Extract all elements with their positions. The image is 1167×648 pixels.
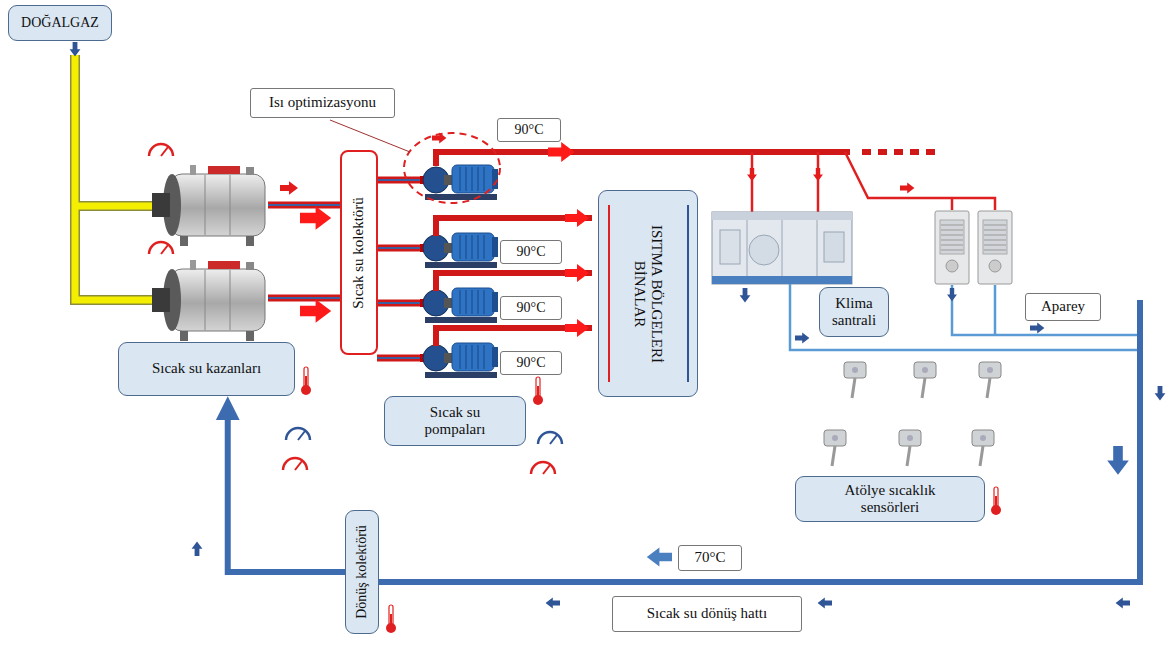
temperature-sensor <box>972 430 994 466</box>
label-box: Sıcak su kazanları <box>118 342 295 396</box>
air-handling-unit <box>712 212 852 284</box>
hot-pipe <box>377 180 421 358</box>
label-box: Isı optimizasyonu <box>250 88 395 118</box>
flow-arrow <box>300 299 331 322</box>
label-box: Aparey <box>1025 293 1101 321</box>
pump <box>420 233 498 268</box>
flow-arrow <box>947 288 957 301</box>
node-label: Sıcak su dönüş hattı <box>647 605 767 622</box>
label-box: DOĞALGAZ <box>8 5 112 41</box>
return-branch <box>790 284 1140 350</box>
flow-arrow <box>647 548 672 567</box>
flow-arrow <box>546 598 560 609</box>
node-label: DOĞALGAZ <box>21 15 99 31</box>
node-label: ISITMA BÖLGELERİ BİNALAR <box>631 195 666 392</box>
thermometer-icon <box>386 605 396 633</box>
flow-arrow <box>565 209 589 227</box>
label-box: 70°C <box>678 545 742 571</box>
node-label: 90°C <box>517 300 546 316</box>
hot-pipe <box>268 205 341 298</box>
node-label: 90°C <box>515 122 544 138</box>
gas-line <box>75 55 152 300</box>
temperature-sensor <box>899 430 921 466</box>
pressure-gauge <box>149 242 173 254</box>
thermometer-icon <box>991 487 1001 515</box>
flow-arrow <box>565 264 589 282</box>
label-box: Sıcak su dönüş hattı <box>612 596 802 632</box>
flow-arrow <box>813 168 823 181</box>
highlight-circle <box>404 133 500 203</box>
node-label: 90°C <box>517 244 546 260</box>
flow-arrow <box>548 142 574 162</box>
pump <box>420 288 498 323</box>
boiler <box>152 165 265 246</box>
node-label: Sıcak su pompaları <box>400 404 510 439</box>
temperature-sensor <box>824 430 846 466</box>
boiler <box>152 260 265 341</box>
pump <box>420 343 498 378</box>
unit-heater <box>978 211 1012 284</box>
label-box: 90°C <box>497 118 561 142</box>
label-box: Atölye sıcaklık sensörleri <box>795 476 985 522</box>
label-box: 90°C <box>500 351 562 375</box>
pressure-gauge <box>283 458 307 470</box>
flow-arrow <box>747 168 757 181</box>
flow-arrow <box>900 183 914 194</box>
flow-arrow <box>818 598 832 609</box>
flow-arrow <box>321 577 335 588</box>
flow-arrow <box>565 319 589 337</box>
flow-arrow <box>795 333 809 344</box>
node-label: Klima santrali <box>824 295 884 330</box>
flow-arrow <box>192 542 203 556</box>
temperature-sensor <box>979 362 1001 398</box>
hot-pipe-continued <box>862 149 935 155</box>
pump <box>420 165 498 200</box>
return-pipe <box>228 413 345 572</box>
flow-arrow <box>70 42 81 56</box>
leader-line <box>330 120 410 152</box>
node-label: Sıcak su kazanları <box>152 360 261 377</box>
flow-arrow <box>1116 598 1130 609</box>
vertical-label-box: ISITMA BÖLGELERİ BİNALAR <box>598 190 698 397</box>
pressure-gauge <box>149 144 173 156</box>
label-box: Sıcak su pompaları <box>384 396 526 446</box>
node-label: Atölye sıcaklık sensörleri <box>820 482 960 517</box>
flow-arrow <box>1107 446 1129 475</box>
label-box: 90°C <box>500 296 562 320</box>
node-label: 90°C <box>517 355 546 371</box>
flow-arrow <box>1155 386 1166 400</box>
temperature-sensor <box>844 362 866 398</box>
node-label: Aparey <box>1041 298 1085 315</box>
pressure-gauge <box>286 428 310 440</box>
thermometer-icon <box>533 377 543 405</box>
hot-branch <box>752 152 995 212</box>
node-label: 70°C <box>694 549 725 566</box>
flow-arrow <box>740 288 751 302</box>
supply-line <box>608 205 610 382</box>
pressure-gauge <box>531 462 555 474</box>
label-box: Klima santrali <box>819 287 889 337</box>
return-line <box>687 205 689 382</box>
flow-arrow <box>1030 323 1044 334</box>
vertical-label-box: Dönüş kolektörü <box>345 510 379 634</box>
return-pipe <box>378 300 1140 582</box>
flow-arrow <box>280 181 298 195</box>
node-label: Isı optimizasyonu <box>269 94 376 111</box>
thermometer-icon <box>301 367 311 395</box>
vertical-label-box: Sıcak su kolektörü <box>340 150 378 355</box>
flow-arrow <box>300 206 331 229</box>
unit-heater <box>935 211 969 284</box>
temperature-sensor <box>914 362 936 398</box>
pressure-gauge <box>538 432 562 444</box>
label-box: 90°C <box>500 240 562 264</box>
node-label: Dönüş kolektörü <box>354 515 370 629</box>
node-label: Sıcak su kolektörü <box>350 155 367 350</box>
